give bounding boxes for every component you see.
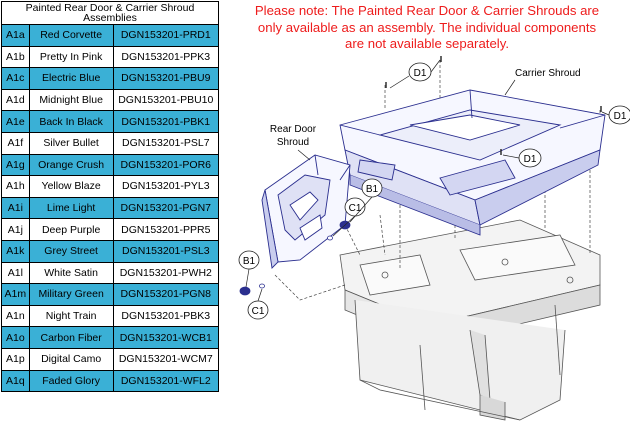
row-name: Carbon Fiber: [28, 326, 114, 349]
row-id: A1q: [1, 369, 30, 393]
callout-d1-label-2: D1: [614, 111, 627, 122]
callout-leaders: [245, 59, 610, 302]
row-id: A1b: [1, 45, 30, 69]
exploded-parts-diagram: D1 D1 D1 B1 C1 B1 C1 Carrier Shroud Rear…: [238, 56, 630, 421]
row-id: A1g: [1, 153, 30, 177]
row-name: Digital Camo: [28, 347, 114, 371]
row-id: A1m: [1, 283, 30, 306]
notice-line3: are not available separately.: [345, 36, 509, 51]
row-id: A1i: [1, 196, 30, 220]
row-id: A1k: [1, 239, 30, 263]
row-id: A1a: [1, 24, 30, 47]
row-part-number: DGN153201-PRD1: [112, 24, 220, 47]
table-title-line1: Painted Rear Door & Carrier Shroud: [25, 1, 195, 14]
row-id: A1p: [1, 347, 30, 371]
callout-d1-label-3: D1: [524, 154, 537, 165]
row-name: Orange Crush: [28, 153, 114, 177]
row-name: Faded Glory: [28, 369, 114, 393]
rear-door-label-line1: Rear Door: [270, 124, 317, 135]
callout-c1-label-1: C1: [349, 203, 362, 214]
callouts: [238, 62, 630, 320]
base-frame: [339, 219, 601, 421]
assembly-notice: Please note: The Painted Rear Door & Car…: [226, 3, 628, 53]
row-name: Silver Bullet: [28, 131, 114, 155]
row-part-number: DGN153201-WCB1: [112, 326, 220, 349]
row-name: White Satin: [28, 261, 114, 285]
carrier-shroud: [339, 89, 606, 236]
row-name: Back In Black: [28, 110, 114, 133]
callout-c1-label-2: C1: [252, 306, 265, 317]
row-name: Red Corvette: [28, 24, 114, 47]
notice-line2: only available as an assembly. The indiv…: [257, 19, 597, 35]
row-id: A1n: [1, 304, 30, 328]
row-name: Deep Purple: [28, 218, 114, 241]
row-id: A1d: [1, 88, 30, 112]
table-title-line2: Assemblies: [83, 12, 137, 24]
row-name: Military Green: [28, 283, 114, 306]
row-id: A1h: [1, 175, 30, 198]
row-name: Lime Light: [28, 196, 114, 220]
row-part-number: DGN153201-PGN8: [112, 283, 220, 306]
row-id: A1l: [1, 261, 30, 285]
row-id: A1f: [1, 131, 30, 155]
row-part-number: DGN153201-POR6: [112, 153, 220, 177]
row-part-number: DGN153201-PBK3: [112, 304, 220, 328]
row-name: Electric Blue: [28, 67, 114, 90]
row-part-number: DGN153201-PBU9: [112, 67, 220, 90]
table-title: Painted Rear Door & Carrier Shroud Assem…: [1, 1, 219, 25]
row-name: Grey Street: [28, 239, 114, 263]
row-part-number: DGN153201-PSL7: [112, 131, 220, 155]
callout-d1-label-1: D1: [414, 68, 427, 79]
row-part-number: DGN153201-PBK1: [112, 110, 220, 133]
callout-b1-label-2: B1: [243, 256, 256, 267]
row-part-number: DGN153201-PWH2: [112, 261, 220, 285]
table-title-row: Painted Rear Door & Carrier Shroud Assem…: [1, 1, 219, 25]
parts-table: Painted Rear Door & Carrier Shroud Assem…: [1, 1, 220, 393]
row-name: Midnight Blue: [28, 88, 114, 112]
row-part-number: DGN153201-PYL3: [112, 175, 220, 198]
row-part-number: DGN153201-PSL3: [112, 239, 220, 263]
row-name: Night Train: [28, 304, 114, 328]
row-part-number: DGN153201-WCM7: [112, 347, 220, 371]
rear-door-shroud: [261, 154, 351, 269]
row-name: Pretty In Pink: [28, 45, 114, 69]
notice-line1: Please note: The Painted Rear Door & Car…: [254, 3, 600, 18]
row-part-number: DGN153201-WFL2: [112, 369, 220, 393]
callout-b1-label-1: B1: [366, 184, 379, 195]
row-name: Yellow Blaze: [28, 175, 114, 198]
row-part-number: DGN153201-PPK3: [112, 45, 220, 69]
carrier-shroud-label: Carrier Shroud: [515, 68, 581, 79]
row-id: A1e: [1, 110, 30, 133]
rear-door-label-line2: Shroud: [277, 137, 309, 148]
row-id: A1c: [1, 67, 30, 90]
row-part-number: DGN153201-PGN7: [112, 196, 220, 220]
parts-table-body: Painted Rear Door & Carrier Shroud Assem…: [1, 1, 220, 393]
row-id: A1o: [1, 326, 30, 349]
row-id: A1j: [1, 218, 30, 241]
row-part-number: DGN153201-PPR5: [112, 218, 220, 241]
row-part-number: DGN153201-PBU10: [112, 88, 220, 112]
